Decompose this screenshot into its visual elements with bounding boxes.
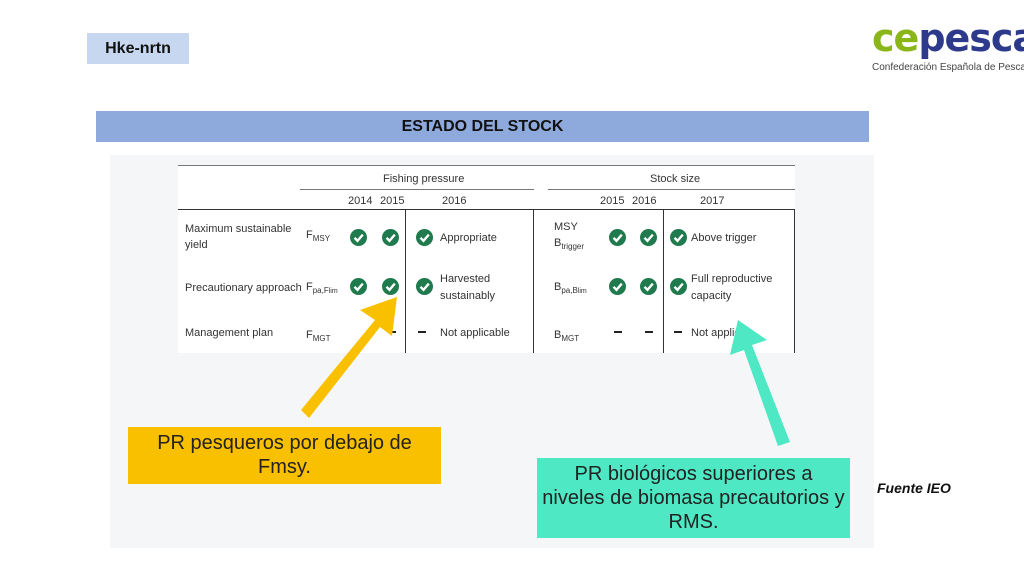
fishing-status: Appropriate <box>440 232 497 244</box>
fishing-status: sustainably <box>440 290 496 302</box>
callout-biomass-line3: RMS. <box>668 511 719 533</box>
cepesca-logo: cepesca Confederación Española de Pesca <box>872 16 1024 82</box>
year-label: 2016 <box>442 195 467 207</box>
column-divider <box>663 209 664 353</box>
fishing-status: Harvested <box>440 273 491 285</box>
not-applicable-dash <box>418 331 426 333</box>
stock-status-table: Fishing pressure Stock size 2014 2015 20… <box>178 165 795 353</box>
row-label: yield <box>185 239 208 251</box>
callout-fishing-line1: PR pesqueros por debajo de <box>157 432 412 454</box>
teal-arrow <box>730 320 790 446</box>
stock-status: Not applica <box>691 327 747 339</box>
callout-fishing-line2: Fmsy. <box>258 456 311 478</box>
not-applicable-dash <box>674 331 682 333</box>
reference-point: FMGT <box>306 329 331 344</box>
logo-part-pesca: pesca <box>918 16 1024 60</box>
stock-status: capacity <box>691 290 732 302</box>
column-divider <box>794 209 795 353</box>
not-applicable-dash <box>614 331 622 333</box>
header-bottom-rule <box>178 209 795 210</box>
check-icon <box>609 229 626 246</box>
yellow-arrow <box>301 297 397 418</box>
column-divider <box>405 209 406 353</box>
check-icon <box>670 229 687 246</box>
year-label: 2015 <box>380 195 405 207</box>
row-label: Management plan <box>185 327 274 339</box>
check-icon <box>350 278 367 295</box>
callout-fishing: PR pesqueros por debajo de Fmsy. <box>128 427 441 484</box>
header-stock-size: Stock size <box>650 173 701 185</box>
logo-part-ce: ce <box>872 16 919 60</box>
year-label: 2014 <box>348 195 373 207</box>
reference-point: Btrigger <box>554 237 585 252</box>
fishing-status: Not applicable <box>440 327 510 339</box>
callout-biomass-line1: PR biológicos superiores a <box>574 463 813 485</box>
logo-wordmark: cepesca <box>872 16 1024 60</box>
check-icon <box>609 278 626 295</box>
reference-point: Bpa,Blim <box>554 281 587 296</box>
reference-point: Fpa,Flim <box>306 281 338 296</box>
row-label: Precautionary approach <box>185 282 302 294</box>
check-icon <box>640 278 657 295</box>
table-top-border <box>178 165 795 166</box>
year-label: 2016 <box>632 195 657 207</box>
year-label: 2017 <box>700 195 725 207</box>
check-icon <box>350 229 367 246</box>
callout-biomass: PR biológicos superiores a niveles de bi… <box>537 458 850 538</box>
check-icon <box>382 278 399 295</box>
row-label: Maximum sustainable <box>185 223 292 235</box>
source-note: Fuente IEO <box>877 480 951 496</box>
column-divider <box>533 209 534 353</box>
reference-point: FMSY <box>306 229 331 244</box>
check-icon <box>670 278 687 295</box>
reference-point: MSY <box>554 221 578 233</box>
fishing-header-rule <box>300 189 534 190</box>
section-banner: ESTADO DEL STOCK <box>96 111 869 142</box>
header-fishing-pressure: Fishing pressure <box>383 173 465 185</box>
check-icon <box>416 229 433 246</box>
check-icon <box>416 278 433 295</box>
logo-subtitle: Confederación Española de Pesca <box>872 62 1024 73</box>
reference-point: BMGT <box>554 329 580 344</box>
stock-status: Above trigger <box>691 232 757 244</box>
year-label: 2015 <box>600 195 625 207</box>
callout-biomass-line2: niveles de biomasa precautorios y <box>542 487 845 509</box>
stock-status: Full reproductive <box>691 273 773 285</box>
check-icon <box>382 229 399 246</box>
stock-header-rule <box>548 189 795 190</box>
check-icon <box>640 229 657 246</box>
not-applicable-dash <box>645 331 653 333</box>
slide-tag: Hke-nrtn <box>87 33 189 64</box>
